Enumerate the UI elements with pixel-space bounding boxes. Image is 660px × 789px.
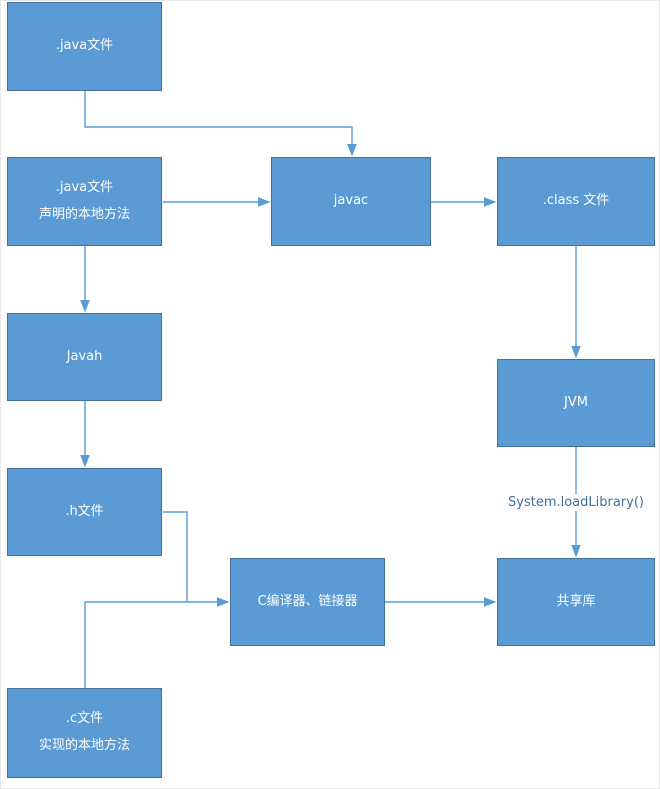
- node-shared-lib: 共享库: [497, 558, 655, 646]
- arrow-cfile-to-ccompiler: [84, 597, 230, 688]
- arrow-javafile-to-javac: [84, 91, 357, 157]
- node-class-file: .class 文件: [497, 157, 655, 246]
- node-javac: javac: [271, 157, 431, 246]
- node-c-compiler-linker: C编译器、链接器: [230, 558, 385, 646]
- load-library-label: System.loadLibrary(): [496, 494, 656, 511]
- connector-hfile-to-junction: [163, 511, 188, 602]
- node-jvm: JVM: [497, 359, 655, 447]
- node-c-file: .c文件 实现的本地方法: [7, 688, 162, 778]
- node-java-native-decl: .java文件 声明的本地方法: [7, 157, 162, 246]
- node-javah: Javah: [7, 313, 162, 401]
- node-java-file: .java文件: [7, 2, 162, 91]
- node-h-file: .h文件: [7, 468, 162, 556]
